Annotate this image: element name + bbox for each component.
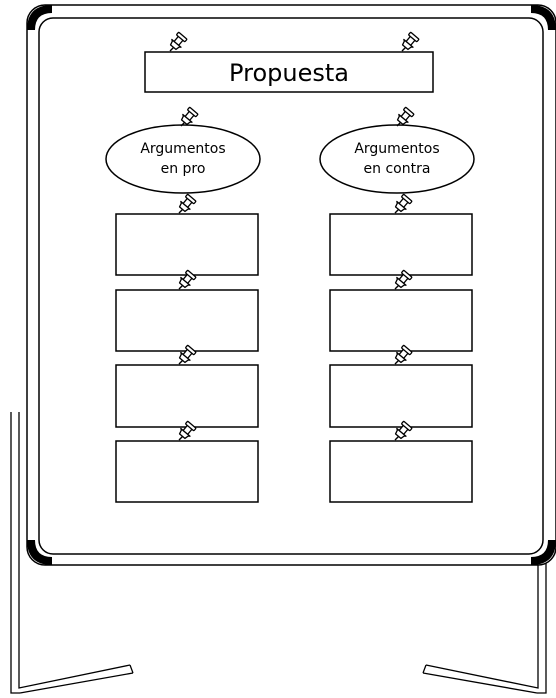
contra-header-line1: Argumentos — [354, 141, 439, 157]
pro-argument-slot[interactable] — [115, 440, 259, 503]
pro-argument-slots — [115, 193, 259, 503]
contra-argument-slot[interactable] — [329, 440, 473, 503]
pro-header: Argumentos en pro — [105, 106, 261, 194]
pro-header-line1: Argumentos — [140, 141, 225, 157]
contra-argument-slot[interactable] — [329, 289, 473, 352]
pro-header-line2: en pro — [161, 161, 206, 177]
pro-argument-slot[interactable] — [115, 364, 259, 428]
contra-argument-slot[interactable] — [329, 364, 473, 428]
contra-argument-slots — [329, 193, 473, 503]
pro-argument-slot[interactable] — [115, 289, 259, 352]
contra-argument-slot[interactable] — [329, 213, 473, 276]
pro-argument-slot[interactable] — [115, 213, 259, 276]
proposal-title-box: Propuesta — [144, 31, 434, 93]
contra-header: Argumentos en contra — [319, 106, 475, 194]
proposal-title: Propuesta — [229, 59, 349, 87]
contra-header-line2: en contra — [364, 161, 431, 177]
